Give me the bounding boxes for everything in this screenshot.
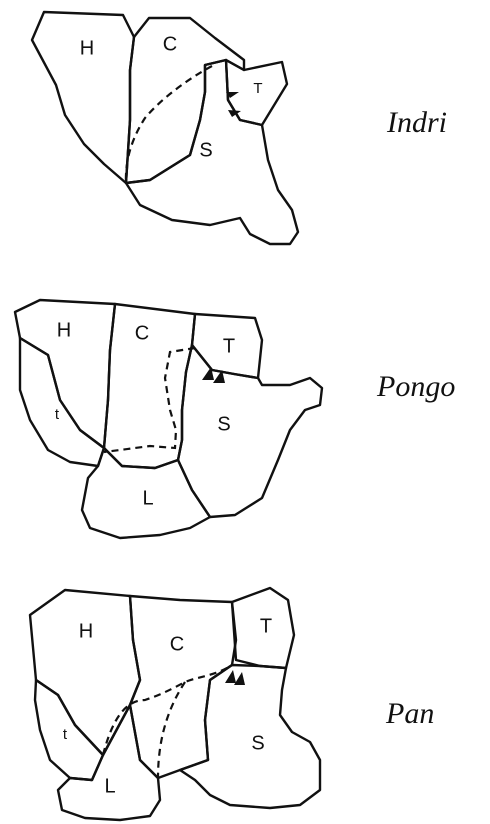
- hidden-bone-outline-pan: [158, 682, 185, 778]
- bone-triquetrum: [20, 338, 104, 466]
- arrowhead: [234, 672, 245, 685]
- bone-label-t-lower: t: [55, 406, 60, 423]
- bone-label-c: C: [170, 633, 184, 655]
- bone-label-t-lower: t: [63, 726, 68, 743]
- bone-triquetrum: [35, 680, 103, 780]
- bone-label-c: C: [135, 322, 149, 344]
- panel-indri: H C T S: [32, 12, 298, 244]
- bone-hamate: [30, 590, 140, 755]
- arrowhead: [228, 110, 241, 117]
- bone-scaphoid: [178, 345, 322, 517]
- bone-label-t: T: [223, 335, 235, 357]
- bone-label-s: S: [217, 413, 230, 435]
- bone-scaphoid: [180, 665, 320, 808]
- bone-label-t: T: [253, 80, 262, 97]
- bone-label-h: H: [79, 620, 93, 642]
- bone-label-l: L: [104, 775, 115, 797]
- bone-label-c: C: [163, 33, 177, 55]
- panel-pan: H C T t S L: [30, 588, 320, 820]
- species-label-pan: Pan: [386, 697, 434, 731]
- panel-pongo: H C T t S L: [15, 300, 322, 538]
- bone-label-s: S: [251, 732, 264, 754]
- bone-label-h: H: [80, 37, 94, 59]
- bone-label-h: H: [57, 319, 71, 341]
- bone-label-t: T: [260, 615, 272, 637]
- species-label-indri: Indri: [387, 106, 447, 140]
- species-label-pongo: Pongo: [377, 370, 455, 404]
- arrowhead: [225, 670, 236, 683]
- bone-label-l: L: [142, 487, 153, 509]
- bone-label-s: S: [199, 139, 212, 161]
